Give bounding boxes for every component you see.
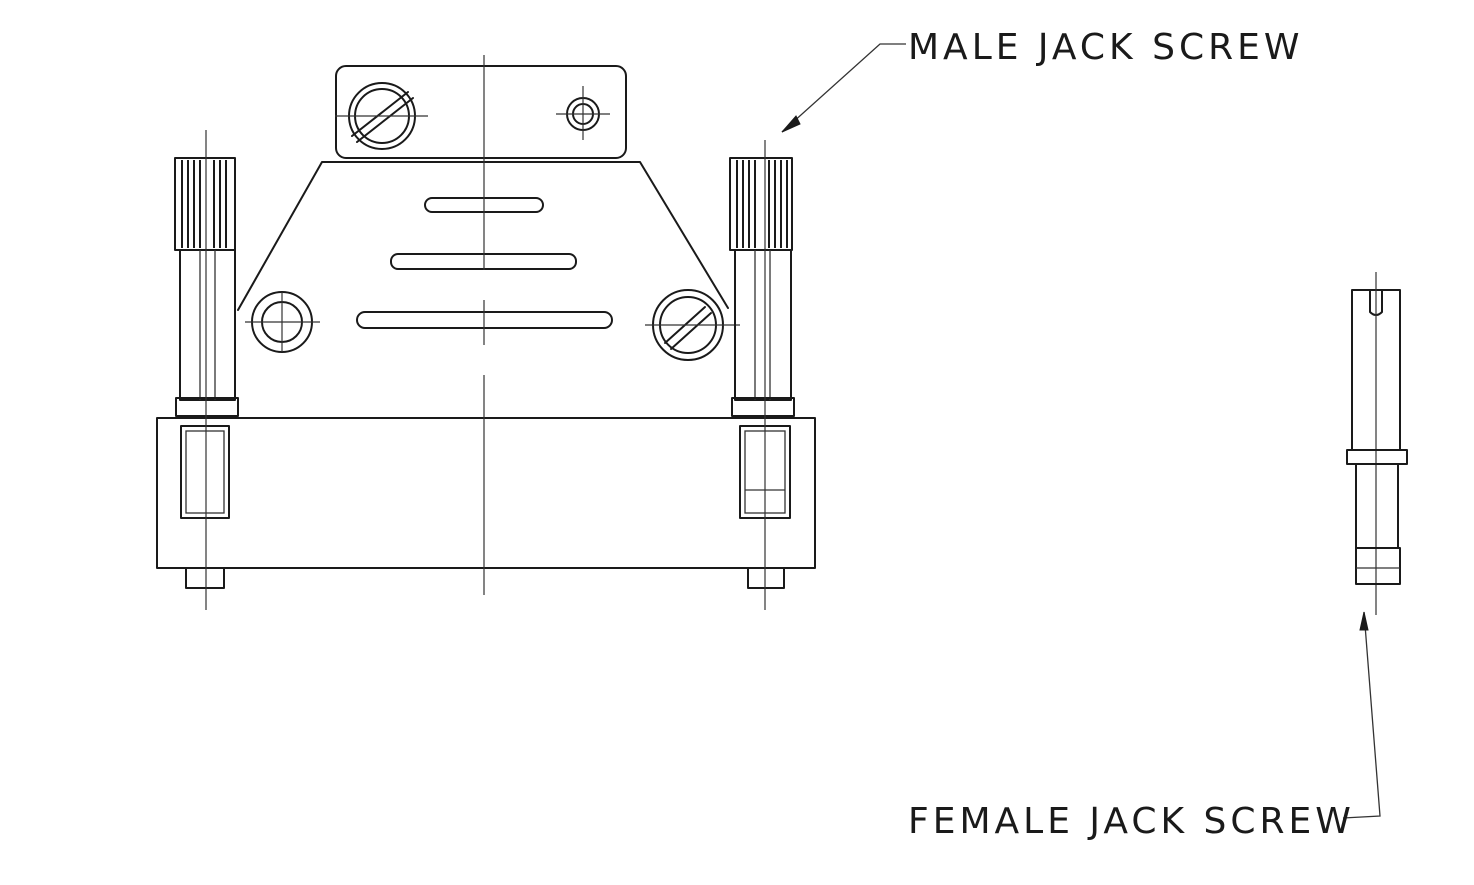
mount-screw-right [645, 289, 740, 361]
jack-screw-right [729, 140, 795, 610]
clamp-screw-left [335, 82, 428, 150]
female-jack-screw-label: FEMALE JACK SCREW [908, 801, 1355, 842]
leader-female [1342, 611, 1381, 819]
jack-screw-left [174, 130, 239, 610]
leader-male [781, 43, 906, 133]
male-jack-screw-label: MALE JACK SCREW [908, 27, 1303, 68]
mount-screw-left [245, 291, 320, 353]
cable-clamp-plate [335, 65, 627, 159]
connector-hood-body [156, 55, 816, 595]
female-jack-screw-part [1346, 272, 1408, 615]
clamp-screw-right [556, 86, 610, 140]
